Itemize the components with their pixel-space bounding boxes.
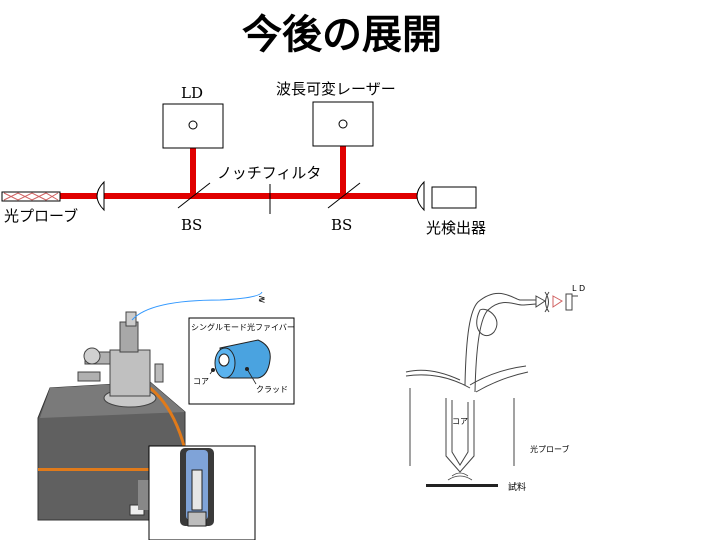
sample-label: 試料	[508, 481, 526, 493]
sketch-probe-label: 光プローブ	[530, 444, 570, 454]
optical-setup	[1, 101, 477, 214]
notch-filter-label: ノッチフィルタ	[217, 164, 322, 182]
lens-right	[416, 180, 425, 212]
fiber-line	[131, 291, 263, 321]
sketch-ld	[565, 293, 573, 311]
bs-right-label: BS	[331, 216, 353, 234]
instrument-illustration: ≷ シングルモード光ファイバー コア クラッド	[37, 291, 295, 540]
sample-plate	[426, 484, 498, 487]
sketch-core-label: コア	[452, 417, 468, 426]
probe-sketch: L D コア 光プローブ 試料	[405, 284, 585, 493]
ld-label: LD	[181, 84, 203, 102]
fiber-core-label: コア	[193, 377, 209, 386]
beam-splitter-right	[327, 182, 361, 209]
tunable-laser-emitter	[338, 119, 348, 129]
optical-probe-label: 光プローブ	[4, 207, 79, 225]
ld-emitter	[188, 120, 198, 130]
photodetector-box	[431, 186, 477, 209]
photodetector-label: 光検出器	[426, 219, 487, 237]
bs-left-label: BS	[181, 216, 203, 234]
optical-probe	[1, 191, 61, 202]
page-title: 今後の展開	[242, 12, 442, 58]
fiber-clad-label: クラッド	[256, 385, 288, 394]
tunable-laser-beam	[340, 127, 346, 196]
probe-fiber	[464, 292, 536, 386]
tunable-laser-label: 波長可変レーザー	[276, 80, 396, 98]
sketch-ld-label: L D	[572, 284, 585, 293]
probe-body	[409, 388, 515, 466]
fiber-end-mark: ≷	[258, 295, 266, 305]
ld-beam	[190, 127, 196, 196]
beam-splitter-left	[177, 182, 211, 209]
main-beam	[60, 193, 418, 199]
fiber-inset-label: シングルモード光ファイバー	[191, 322, 295, 332]
lens-left	[96, 180, 105, 212]
